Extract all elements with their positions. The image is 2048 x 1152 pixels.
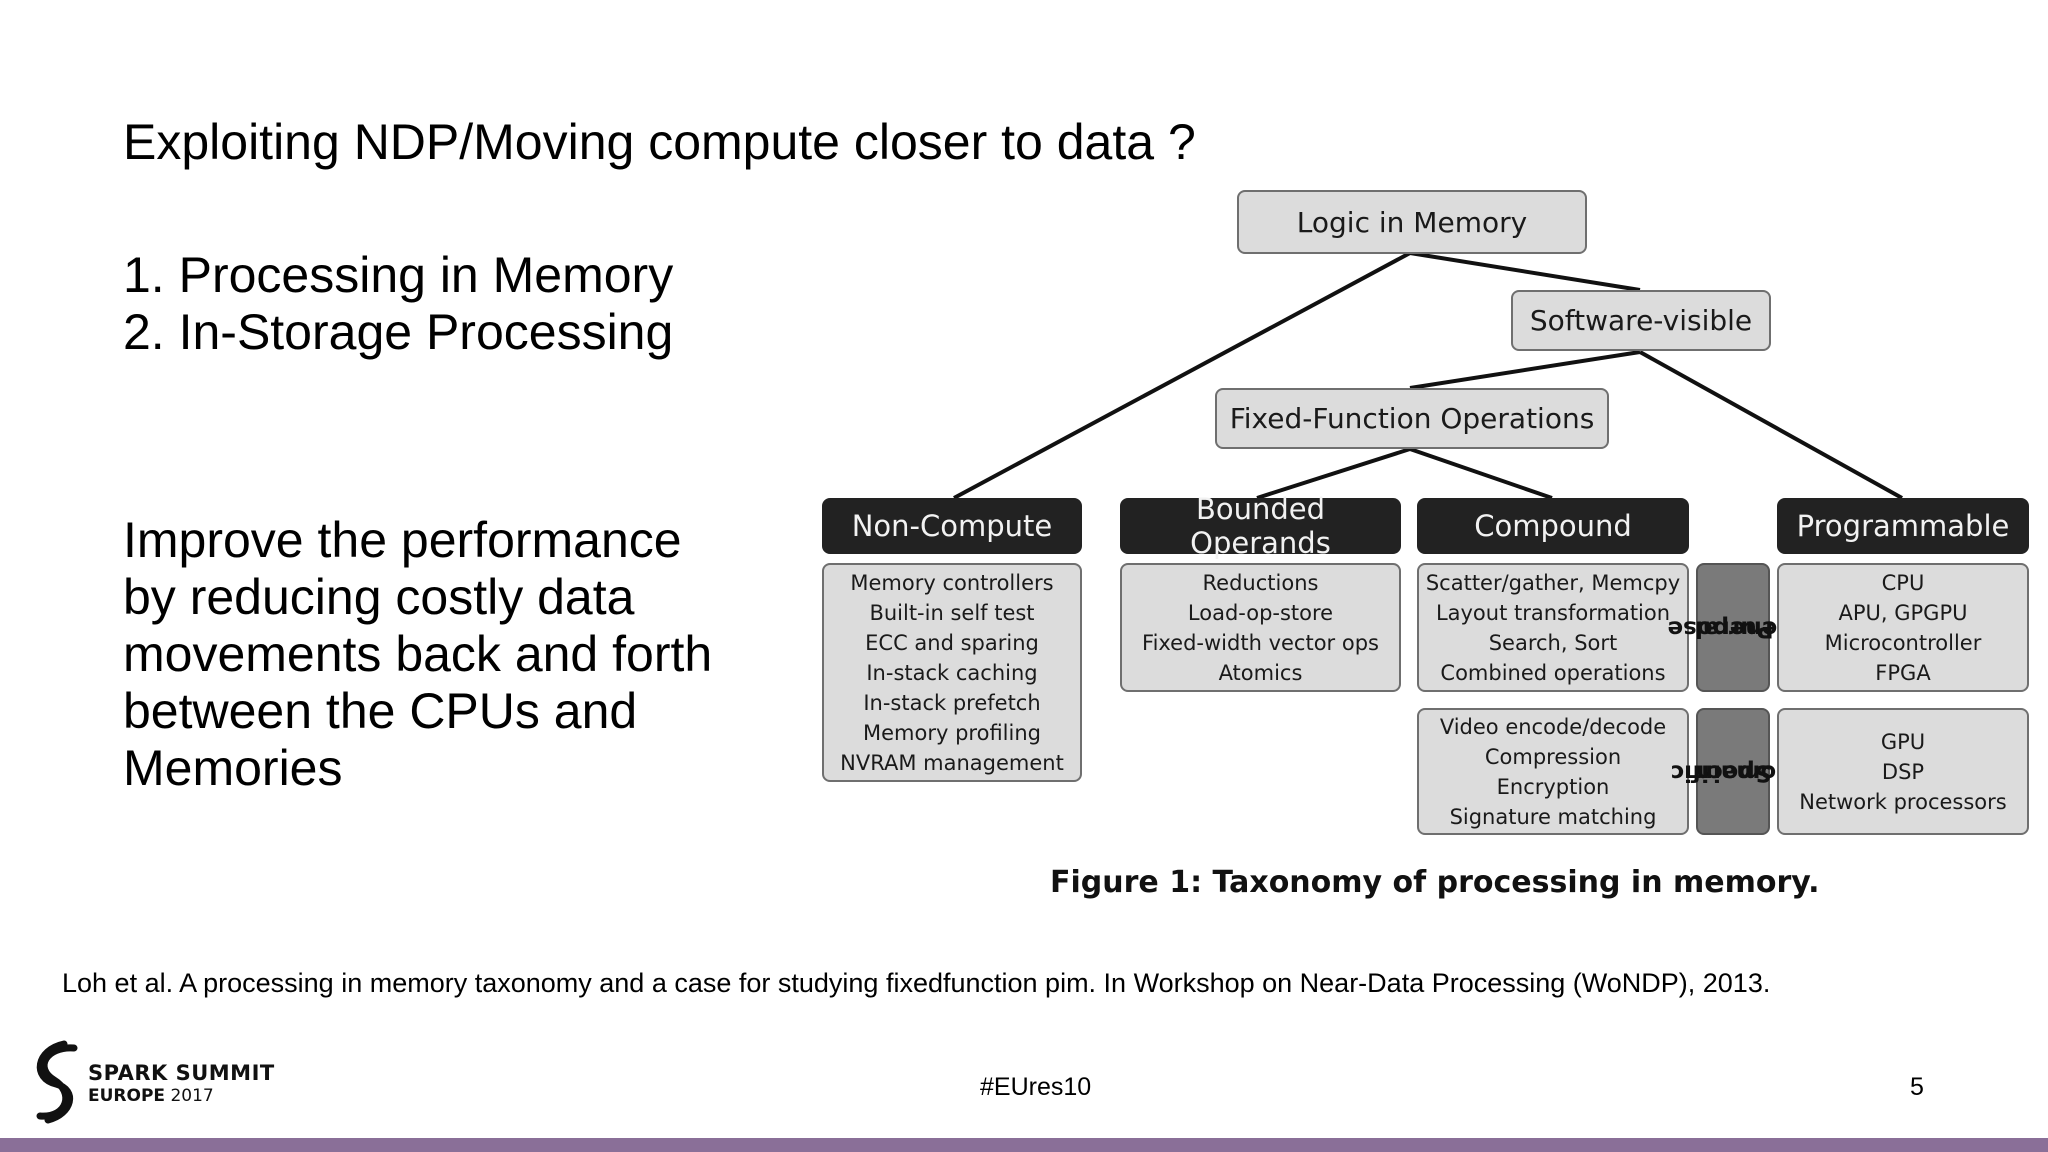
edge-fixed-bounded xyxy=(1256,447,1411,500)
improve-line: between the CPUs and xyxy=(123,683,638,739)
list-item: DSP xyxy=(1881,759,1925,784)
edge-logic-software xyxy=(1409,251,1641,292)
programmable-header: Programmable xyxy=(1777,498,2029,554)
edge-logic-noncompute xyxy=(953,251,1411,500)
bounded-operands-header: Bounded Operands xyxy=(1120,492,1401,560)
topic-list: 1. Processing in Memory 2. In-Storage Pr… xyxy=(123,247,673,361)
topic-item: 2. In-Storage Processing xyxy=(123,304,674,360)
list-item: Load-op-store xyxy=(1187,600,1334,625)
edge-fixed-compound xyxy=(1409,447,1553,500)
footer-bar xyxy=(0,1138,2048,1152)
spark-summit-logo: SPARK SUMMIT EUROPE 2017 xyxy=(26,1038,276,1128)
compound-general-list: Scatter/gather, Memcpy Layout transforma… xyxy=(1417,563,1689,692)
list-item: In-stack prefetch xyxy=(863,690,1041,715)
non-compute-list: Memory controllers Built-in self test EC… xyxy=(822,563,1082,782)
edge-software-programmable xyxy=(1639,350,1903,500)
list-item: Video encode/decode xyxy=(1439,714,1667,739)
logo-europe: EUROPE xyxy=(88,1086,166,1106)
list-item: Compression xyxy=(1484,744,1622,769)
list-item: Atomics xyxy=(1218,660,1303,685)
page-number: 5 xyxy=(1910,1073,1924,1101)
compound-domain-list: Video encode/decode Compression Encrypti… xyxy=(1417,708,1689,835)
list-item: Search, Sort xyxy=(1488,630,1618,655)
programmable-general-list: CPU APU, GPGPU Microcontroller FPGA xyxy=(1777,563,2029,692)
non-compute-header: Non-Compute xyxy=(822,498,1082,554)
improve-line: Improve the performance xyxy=(123,512,682,568)
list-item: Microcontroller xyxy=(1824,630,1982,655)
logo-line2: EUROPE 2017 xyxy=(88,1086,214,1106)
list-item: Reductions xyxy=(1202,570,1319,595)
list-item: ECC and sparing xyxy=(865,630,1039,655)
list-item: Fixed-width vector ops xyxy=(1142,630,1379,655)
list-item: Memory controllers xyxy=(850,570,1054,595)
logo-line1: SPARK SUMMIT xyxy=(88,1061,275,1085)
software-visible-node: Software-visible xyxy=(1511,290,1771,351)
side-label-line: Specific xyxy=(1670,759,1771,785)
list-item: Combined operations xyxy=(1440,660,1666,685)
citation: Loh et al. A processing in memory taxono… xyxy=(62,968,1771,998)
spark-swirl-icon xyxy=(36,1040,78,1124)
list-item: Layout transformation xyxy=(1435,600,1671,625)
list-item: CPU xyxy=(1881,570,1925,595)
slide-title: Exploiting NDP/Moving compute closer to … xyxy=(123,114,1196,170)
list-item: NVRAM management xyxy=(840,750,1064,775)
list-item: Network processors xyxy=(1799,789,2007,814)
logo-year: 2017 xyxy=(170,1086,214,1106)
list-item: Scatter/gather, Memcpy xyxy=(1425,570,1681,595)
figure-caption: Figure 1: Taxonomy of processing in memo… xyxy=(1050,865,1820,900)
list-item: GPU xyxy=(1880,729,1926,754)
edge-software-fixed xyxy=(1409,350,1641,390)
bounded-operands-list: Reductions Load-op-store Fixed-width vec… xyxy=(1120,563,1401,692)
side-label-line: Purpose xyxy=(1667,615,1774,641)
list-item: Signature matching xyxy=(1449,804,1657,829)
general-purpose-label: General Purpose xyxy=(1667,563,1796,692)
improve-line: movements back and forth xyxy=(123,626,713,682)
list-item: Memory profiling xyxy=(863,720,1041,745)
list-item: Built-in self test xyxy=(869,600,1035,625)
connector-lines xyxy=(953,251,1903,500)
programmable-domain-list: GPU DSP Network processors xyxy=(1777,708,2029,835)
topic-item: 1. Processing in Memory xyxy=(123,247,674,303)
list-item: Encryption xyxy=(1496,774,1610,799)
taxonomy-diagram: Logic in Memory Software-visible Fixed-F… xyxy=(820,185,2035,905)
fixed-function-node: Fixed-Function Operations xyxy=(1215,388,1609,449)
improve-paragraph: Improve the performance by reducing cost… xyxy=(123,512,712,797)
hashtag: #EUres10 xyxy=(980,1073,1092,1101)
improve-line: by reducing costly data xyxy=(123,569,635,625)
logic-in-memory-node: Logic in Memory xyxy=(1237,190,1587,254)
list-item: In-stack caching xyxy=(866,660,1038,685)
list-item: APU, GPGPU xyxy=(1838,600,1968,625)
compound-header: Compound xyxy=(1417,498,1689,554)
improve-line: Memories xyxy=(123,740,343,796)
list-item: FPGA xyxy=(1875,660,1931,685)
domain-specific-label: Domain Specific xyxy=(1670,708,1795,835)
